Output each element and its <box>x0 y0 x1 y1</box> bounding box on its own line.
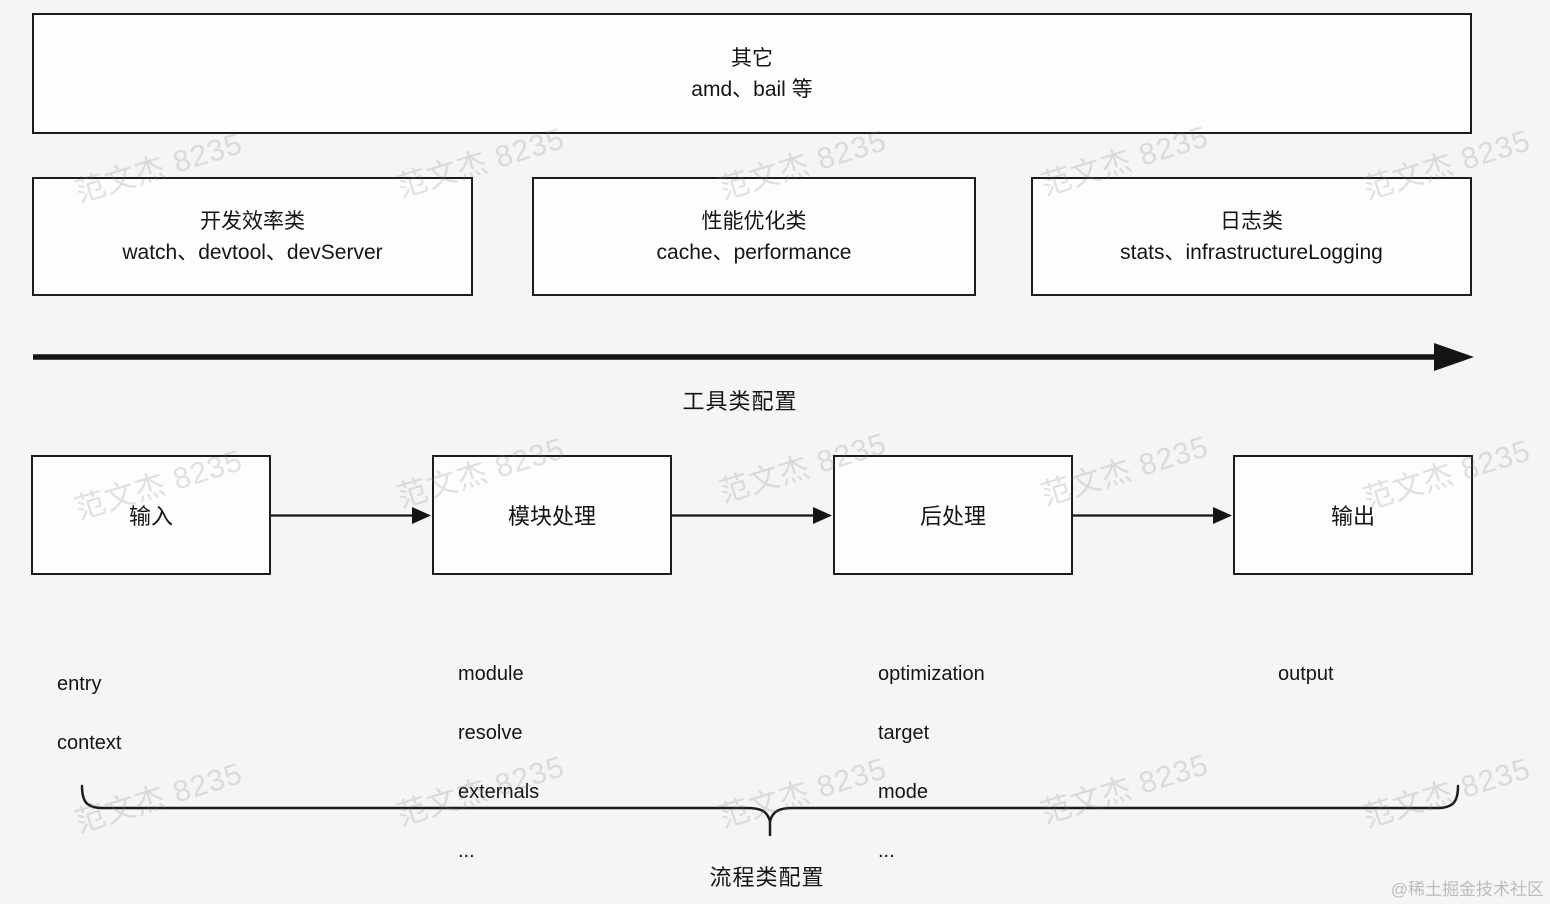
list-item: optimization <box>878 662 985 685</box>
flow-connector-arrow <box>672 507 832 524</box>
list-item: output <box>1278 662 1334 685</box>
tool-config-arrow <box>33 343 1474 371</box>
category-box-dev-efficiency: 开发效率类 watch、devtool、devServer <box>32 177 473 296</box>
list-item: context <box>57 731 122 754</box>
category-box-performance: 性能优化类 cache、performance <box>532 177 976 296</box>
process-config-brace <box>80 784 1460 837</box>
category-subtitle: watch、devtool、devServer <box>122 240 383 264</box>
flow-box-label: 模块处理 <box>507 504 596 529</box>
list-item: mode <box>878 780 929 803</box>
module-options-list: module resolve externals ... <box>458 630 539 896</box>
arrow-head-icon <box>412 507 431 524</box>
flow-box-module-processing: 模块处理 <box>432 455 672 575</box>
output-options-list: output <box>1278 630 1334 719</box>
flow-connector-arrow <box>1072 507 1232 524</box>
list-item: module <box>458 662 524 685</box>
tool-config-label: 工具类配置 <box>682 389 798 414</box>
process-config-label: 流程类配置 <box>709 865 825 890</box>
input-options-list: entry context <box>57 640 121 788</box>
category-box-logging: 日志类 stats、infrastructureLogging <box>1031 177 1472 296</box>
flow-box-post-processing: 后处理 <box>833 455 1073 575</box>
flow-connector-arrow <box>271 507 431 524</box>
list-item: target <box>878 721 930 744</box>
category-title: 性能优化类 <box>701 209 807 233</box>
list-item: ... <box>458 839 475 862</box>
post-processing-options-list: optimization target mode ... <box>878 630 985 896</box>
category-title: 开发效率类 <box>200 209 305 233</box>
category-subtitle: stats、infrastructureLogging <box>1120 240 1383 264</box>
list-item: ... <box>878 839 895 862</box>
arrow-head-icon <box>813 507 832 524</box>
list-item: resolve <box>458 721 523 744</box>
flow-box-label: 输出 <box>1330 504 1375 529</box>
flow-box-output: 输出 <box>1233 455 1473 575</box>
flow-box-input: 输入 <box>31 455 271 575</box>
arrow-head-icon <box>1434 343 1474 371</box>
category-title: 日志类 <box>1220 209 1283 233</box>
other-config-subtitle: amd、bail 等 <box>691 77 813 101</box>
community-credit-label: @稀土掘金技术社区 <box>1390 880 1544 899</box>
arrow-head-icon <box>1213 507 1232 524</box>
flow-box-label: 后处理 <box>919 504 986 529</box>
flow-box-label: 输入 <box>128 504 173 529</box>
other-config-box: 其它 amd、bail 等 <box>32 13 1472 134</box>
list-item: entry <box>57 672 102 695</box>
other-config-title: 其它 <box>731 46 773 70</box>
list-item: externals <box>458 780 540 803</box>
category-subtitle: cache、performance <box>656 240 852 264</box>
brace-path <box>80 784 1460 826</box>
